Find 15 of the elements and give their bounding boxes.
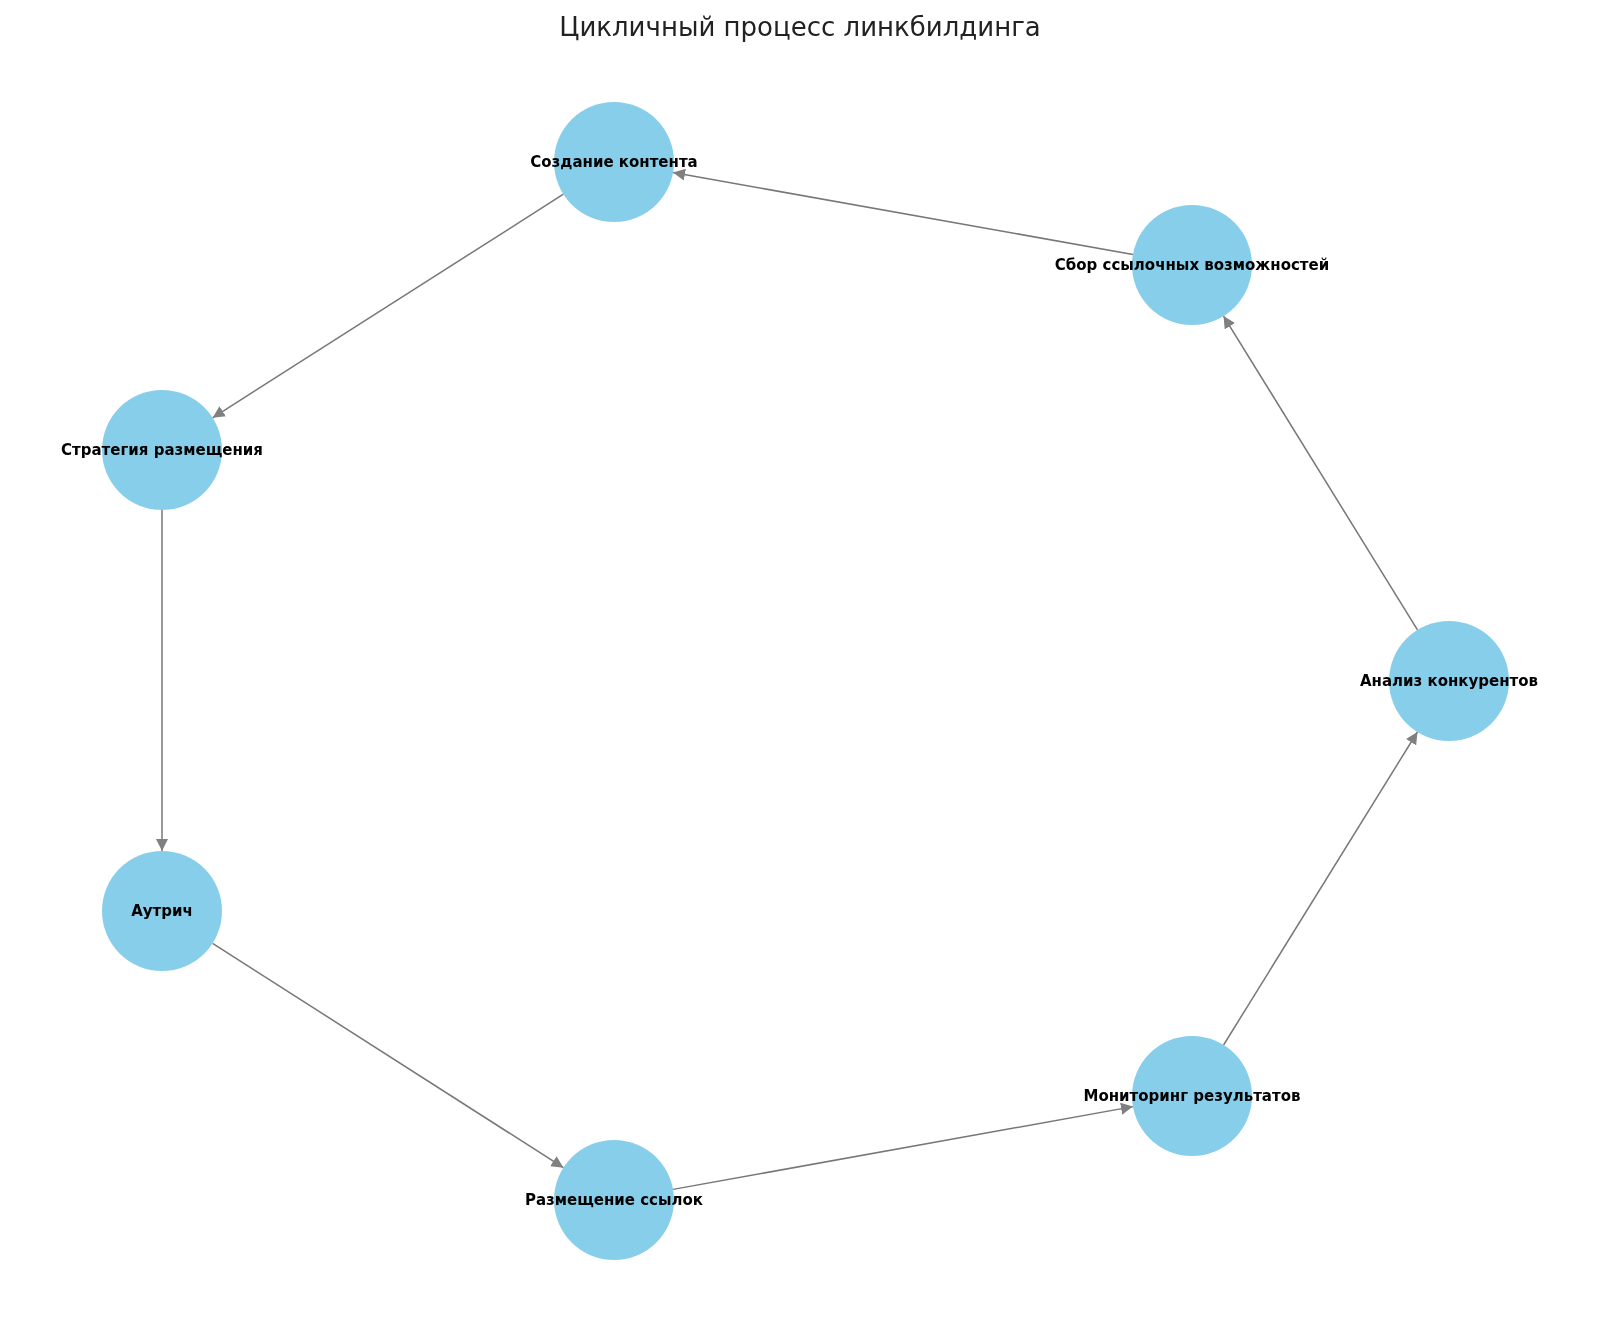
arrow	[672, 168, 1134, 256]
diagram-title: Цикличный процесс линкбилдинга	[559, 12, 1041, 42]
node-label: Сбор ссылочных возможностей	[1054, 256, 1330, 274]
node-label: Аутрич	[131, 902, 193, 920]
node-label: Анализ конкурентов	[1359, 672, 1539, 690]
arrow	[211, 942, 565, 1169]
arrow	[1222, 315, 1419, 631]
node-label: Создание контента	[530, 153, 698, 171]
arrow	[672, 1102, 1134, 1191]
node-label: Мониторинг результатов	[1083, 1087, 1301, 1105]
arrow	[1222, 731, 1419, 1046]
node-label: Стратегия размещения	[61, 441, 263, 459]
node-label: Размещение ссылок	[524, 1191, 704, 1209]
arrow	[156, 509, 168, 852]
arrow	[211, 193, 565, 419]
